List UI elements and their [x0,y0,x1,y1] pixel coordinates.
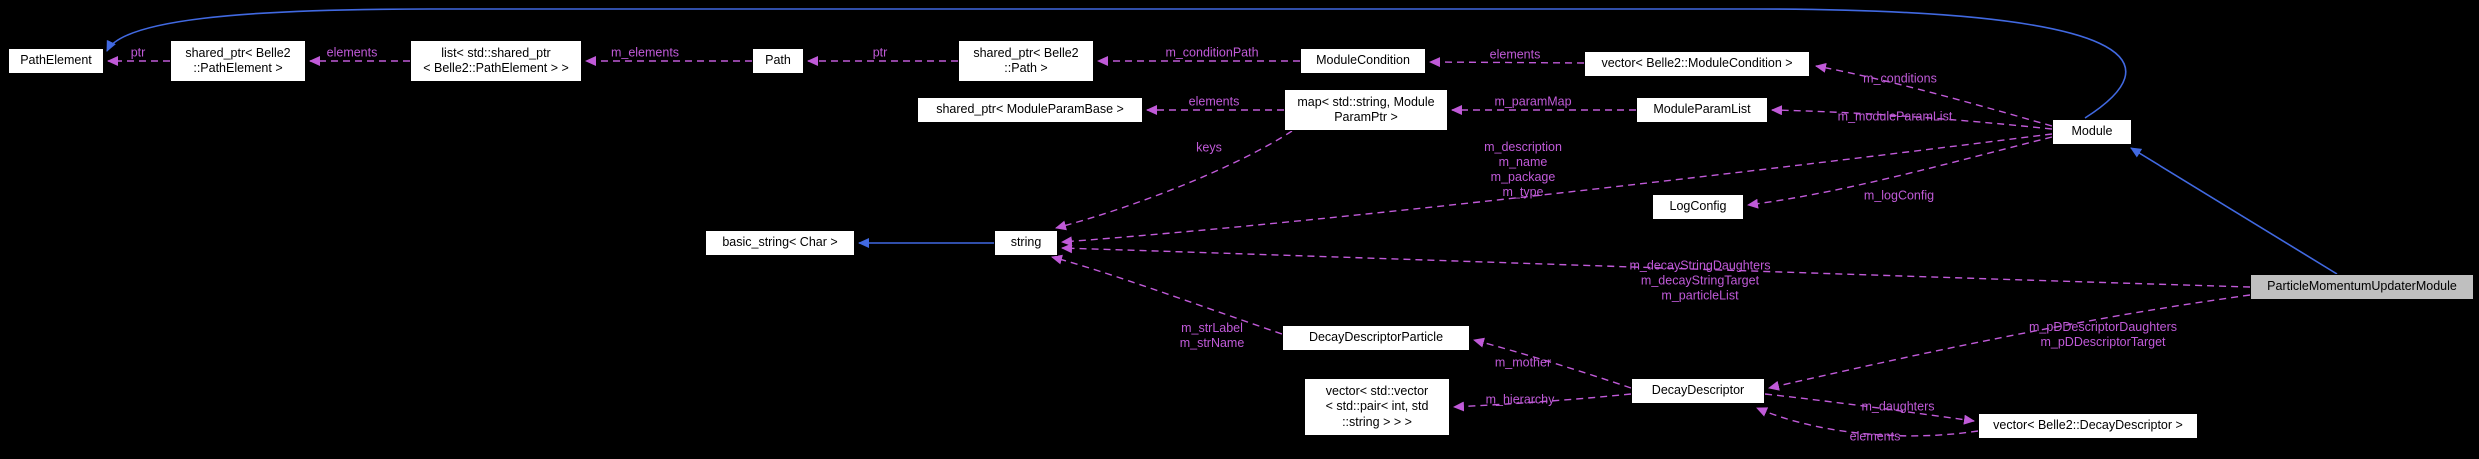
edge-m-mother [1473,337,1632,389]
edge-label-m-conditionpath: m_conditionPath [1165,45,1259,60]
node-decaydescriptorparticle[interactable]: DecayDescriptorParticle [1282,325,1470,351]
node-pathelement[interactable]: PathElement [8,48,104,74]
edge-label-decay-string-members: m_decayStringDaughters m_decayStringTarg… [1629,258,1771,303]
edge-label-elements-parambase: elements [1188,94,1240,109]
edge-label-elements-decaydescriptor: elements [1849,429,1901,444]
edge-m-logconfig [1747,136,2053,209]
node-vector-modulecondition[interactable]: vector< Belle2::ModuleCondition > [1584,51,1810,77]
edge-label-m-conditions: m_conditions [1863,71,1937,86]
edge-pmum-inherits-module [2130,147,2338,275]
edge-label-keys: keys [1196,140,1222,155]
node-moduleparamlist[interactable]: ModuleParamList [1636,97,1768,123]
edge-module-string-members [1061,133,2053,247]
edge-label-ptr-pathelement: ptr [130,45,146,60]
node-shared-ptr-pathelement[interactable]: shared_ptr< Belle2 ::PathElement > [170,40,306,82]
edge-module-inherits-pathelement [106,8,2127,119]
edge-elements-decaydescriptor [1756,407,1979,437]
edge-label-module-string-members: m_description m_name m_package m_type [1484,140,1562,199]
edge-m-daughters [1764,393,1975,425]
edge-label-m-elements: m_elements [610,45,680,60]
node-shared-ptr-moduleparambase[interactable]: shared_ptr< ModuleParamBase > [917,97,1143,123]
node-vector-decaydescriptor[interactable]: vector< Belle2::DecayDescriptor > [1978,413,2198,439]
node-logconfig[interactable]: LogConfig [1652,194,1744,220]
edge-label-m-logconfig: m_logConfig [1863,188,1935,203]
edge-decay-string-members [1061,243,2251,288]
node-decaydescriptor[interactable]: DecayDescriptor [1631,378,1765,404]
edge-label-m-hierarchy: m_hierarchy [1485,392,1555,407]
node-particlemomentumupdatermodule[interactable]: ParticleMomentumUpdaterModule [2250,274,2474,300]
node-basic-string-char[interactable]: basic_string< Char > [705,230,855,256]
edge-m-hierarchy [1453,393,1632,412]
node-shared-ptr-path[interactable]: shared_ptr< Belle2 ::Path > [958,40,1094,82]
edge-m-conditions [1815,62,2053,127]
edge-m-moduleparamlist [1771,105,2053,130]
edge-label-str-members: m_strLabel m_strName [1179,321,1245,350]
edge-label-elements-pathelement: elements [326,45,378,60]
node-string[interactable]: string [994,230,1058,256]
node-module[interactable]: Module [2052,119,2132,145]
edge-pdd-members [1768,294,2251,391]
node-map-moduleparamptr[interactable]: map< std::string, Module ParamPtr > [1284,89,1448,131]
node-list-shared-ptr-pathelement[interactable]: list< std::shared_ptr < Belle2::PathElem… [410,40,582,82]
edge-elements-modulecondition [1429,57,1585,68]
edge-label-m-daughters: m_daughters [1861,399,1935,414]
edge-str-members [1051,254,1283,335]
edge-label-m-parammap: m_paramMap [1494,94,1572,109]
node-vector-vector-pair[interactable]: vector< std::vector < std::pair< int, st… [1304,378,1450,436]
edge-label-m-mother: m_mother [1494,355,1552,370]
edge-label-elements-modulecondition: elements [1489,47,1541,62]
edge-label-ptr-path: ptr [872,45,888,60]
edge-label-pdd-members: m_pDDescriptorDaughters m_pDDescriptorTa… [2029,320,2177,349]
edge-keys [1055,130,1293,231]
edge-label-m-moduleparamlist: m_moduleParamList [1837,109,1953,124]
node-modulecondition[interactable]: ModuleCondition [1300,48,1426,74]
node-path[interactable]: Path [752,48,804,74]
